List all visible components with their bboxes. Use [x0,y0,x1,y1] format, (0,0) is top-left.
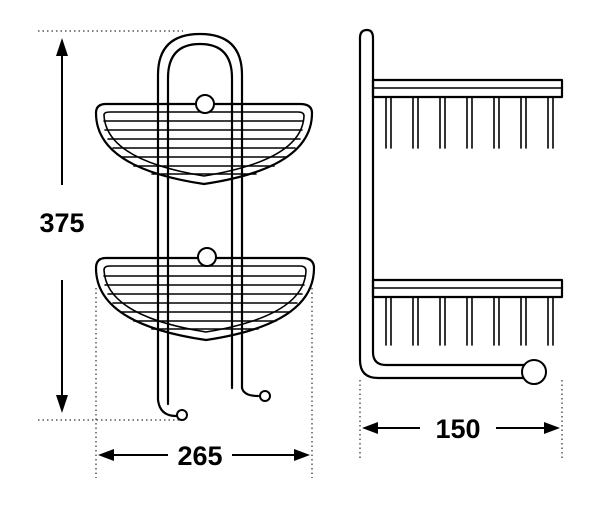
left-hook [156,398,178,418]
depth-arrow-head-left [362,422,378,434]
width-arrow-head-left [98,449,114,461]
front-view [94,32,316,421]
height-label: 375 [39,208,84,238]
depth-arrow-head-right [544,422,560,434]
lower-mount-knob [197,247,217,267]
front-hanger-loop [156,32,244,402]
side-end-knob [521,359,547,385]
front-hanger-loop-inner [166,42,234,406]
right-hook-knob [259,390,271,402]
side-rod-outer [358,28,530,367]
side-lower-shelf [371,278,564,346]
width-arrow-head-right [294,449,310,461]
height-dimension: 375 [38,30,183,421]
upper-mount-knob [195,94,215,114]
right-hook [240,386,260,398]
side-view [358,28,564,385]
side-rod-inner [358,36,530,380]
width-label: 265 [177,441,222,471]
side-upper-shelf [371,78,564,149]
depth-label: 150 [435,414,480,444]
depth-dimension: 150 [359,380,563,460]
left-hook-knob [176,409,188,421]
upper-basket [94,94,314,186]
height-arrow-head-top [56,38,68,56]
width-dimension: 265 [95,288,313,478]
height-arrow-head-bottom [56,395,68,413]
lower-basket [94,247,316,342]
